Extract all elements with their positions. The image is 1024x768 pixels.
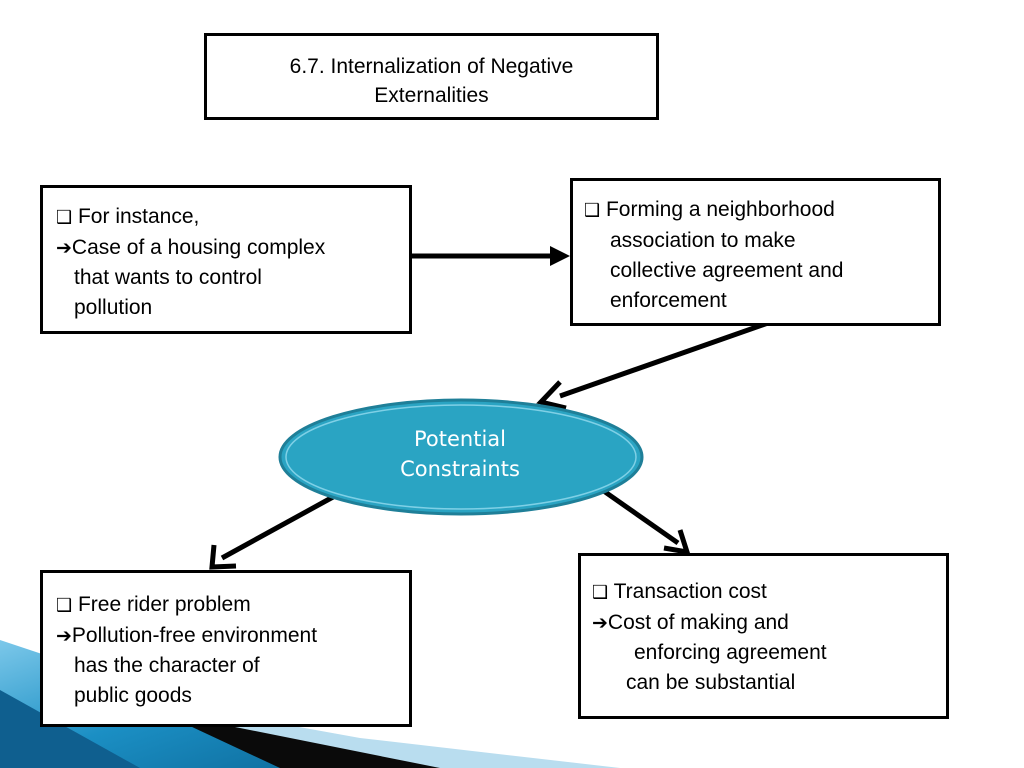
transaction-item-2-line-1: Cost of making and [607, 611, 789, 634]
transaction-item-2-line-2: enforcing agreement [634, 641, 827, 664]
right-arrow-icon: ➔ [592, 612, 608, 634]
association-line-2: association to make [610, 229, 796, 252]
checkbox-bullet-icon: ❑ [592, 582, 609, 603]
free-rider-item-2-line-2: has the character of [74, 654, 260, 677]
transaction-item-2-line-3: can be substantial [626, 671, 796, 694]
free-rider-item-2-line-1: Pollution-free environment [71, 624, 318, 647]
example-item-2-line-1: Case of a housing complex [71, 236, 326, 259]
title-line-2: Externalities [374, 84, 489, 107]
title-box: 6.7. Internalization of Negative Externa… [204, 33, 659, 120]
example-item-2-line-2: that wants to control [74, 266, 262, 289]
potential-constraints-label: Potential Constraints [360, 424, 560, 484]
free-rider-item-2-line-3: public goods [74, 684, 192, 707]
right-arrow-icon: ➔ [56, 625, 72, 647]
free-rider-box: ❑ Free rider problem ➔Pollution-free env… [40, 570, 412, 727]
arrow-constraints-to-free-rider [209, 494, 335, 570]
example-box: ❑ For instance, ➔Case of a housing compl… [40, 185, 412, 334]
transaction-cost-box: ❑ Transaction cost ➔Cost of making and e… [578, 553, 949, 719]
checkbox-bullet-icon: ❑ [584, 200, 601, 221]
association-line-4: enforcement [610, 289, 727, 312]
arrow-association-to-constraints [536, 320, 769, 411]
association-line-1: Forming a neighborhood [605, 198, 835, 221]
checkbox-bullet-icon: ❑ [56, 595, 73, 616]
example-item-1: For instance, [77, 205, 200, 228]
arrow-example-to-association [412, 246, 570, 266]
association-line-3: collective agreement and [610, 259, 844, 282]
title-line-1: 6.7. Internalization of Negative [289, 55, 574, 78]
center-line-1: Potential [414, 427, 506, 451]
potential-constraints-ellipse [278, 398, 644, 516]
center-line-2: Constraints [400, 457, 520, 481]
association-box: ❑ Forming a neighborhood association to … [570, 178, 941, 326]
example-item-2-line-3: pollution [74, 296, 153, 319]
right-arrow-icon: ➔ [56, 237, 72, 259]
arrow-constraints-to-transaction [596, 484, 691, 556]
checkbox-bullet-icon: ❑ [56, 207, 73, 228]
transaction-item-1: Transaction cost [613, 580, 767, 603]
free-rider-item-1: Free rider problem [77, 593, 251, 616]
